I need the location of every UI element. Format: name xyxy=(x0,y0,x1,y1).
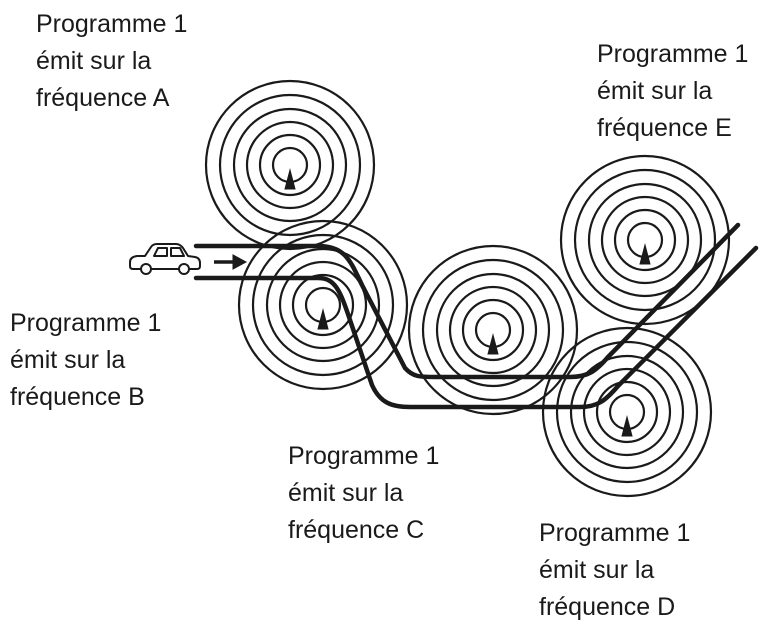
wave-ring xyxy=(291,273,355,337)
coverage-zone-e xyxy=(559,154,731,326)
coverage-zone-a xyxy=(204,79,376,251)
wave-ring xyxy=(559,154,731,326)
wave-ring xyxy=(421,258,565,402)
wave-ring xyxy=(587,182,703,298)
coverage-zones xyxy=(204,79,731,498)
antenna-icon xyxy=(284,168,296,190)
coverage-zone-b xyxy=(237,219,409,391)
wave-ring xyxy=(258,133,322,197)
wave-ring xyxy=(573,168,717,312)
wave-ring xyxy=(448,285,538,375)
wave-ring xyxy=(461,298,525,362)
label-b-emits: émit sur la xyxy=(10,346,126,374)
label-d-frequency: fréquence D xyxy=(539,593,676,621)
antenna-icon xyxy=(621,415,633,437)
wave-ring xyxy=(407,244,579,416)
label-frequency-a: Programme 1 émit sur la fréquence A xyxy=(36,6,187,117)
antenna-icon xyxy=(487,333,499,355)
label-e-emits: émit sur la xyxy=(597,77,713,105)
label-d-emits: émit sur la xyxy=(539,556,655,584)
label-c-program: Programme 1 xyxy=(288,442,440,470)
coverage-zone-d xyxy=(541,326,713,498)
wave-ring xyxy=(600,195,690,285)
wave-ring xyxy=(265,247,381,363)
wave-ring xyxy=(251,233,395,377)
label-b-program: Programme 1 xyxy=(10,309,162,337)
label-frequency-e: Programme 1 émit sur la fréquence E xyxy=(597,36,748,147)
road-edge-bottom xyxy=(193,245,759,410)
wave-ring xyxy=(555,340,699,484)
road-edge-top xyxy=(193,222,741,380)
road xyxy=(193,222,759,410)
wave-ring xyxy=(218,93,362,237)
wave-ring xyxy=(232,107,348,223)
label-d-program: Programme 1 xyxy=(539,519,691,547)
label-a-program: Programme 1 xyxy=(36,10,188,38)
wave-ring xyxy=(435,272,551,388)
antenna-icon xyxy=(639,243,651,265)
label-frequency-b: Programme 1 émit sur la fréquence B xyxy=(10,305,161,416)
wave-ring xyxy=(204,79,376,251)
label-c-frequency: fréquence C xyxy=(288,516,425,544)
label-frequency-d: Programme 1 émit sur la fréquence D xyxy=(539,515,690,626)
label-a-emits: émit sur la xyxy=(36,47,152,75)
label-b-frequency: fréquence B xyxy=(10,383,145,411)
label-e-program: Programme 1 xyxy=(597,40,749,68)
coverage-zone-c xyxy=(407,244,579,416)
arrow-right-icon xyxy=(214,254,248,270)
antenna-icon xyxy=(317,308,329,330)
label-a-frequency: fréquence A xyxy=(36,84,170,112)
wave-ring xyxy=(569,354,685,470)
wave-ring xyxy=(245,120,335,210)
label-c-emits: émit sur la xyxy=(288,479,404,507)
wave-ring xyxy=(595,380,659,444)
wave-ring xyxy=(278,260,368,350)
wave-ring xyxy=(613,208,677,272)
car-icon xyxy=(129,243,201,275)
wave-ring xyxy=(237,219,409,391)
wave-ring xyxy=(582,367,672,457)
label-frequency-c: Programme 1 émit sur la fréquence C xyxy=(288,438,439,549)
wave-ring xyxy=(541,326,713,498)
label-e-frequency: fréquence E xyxy=(597,114,732,142)
